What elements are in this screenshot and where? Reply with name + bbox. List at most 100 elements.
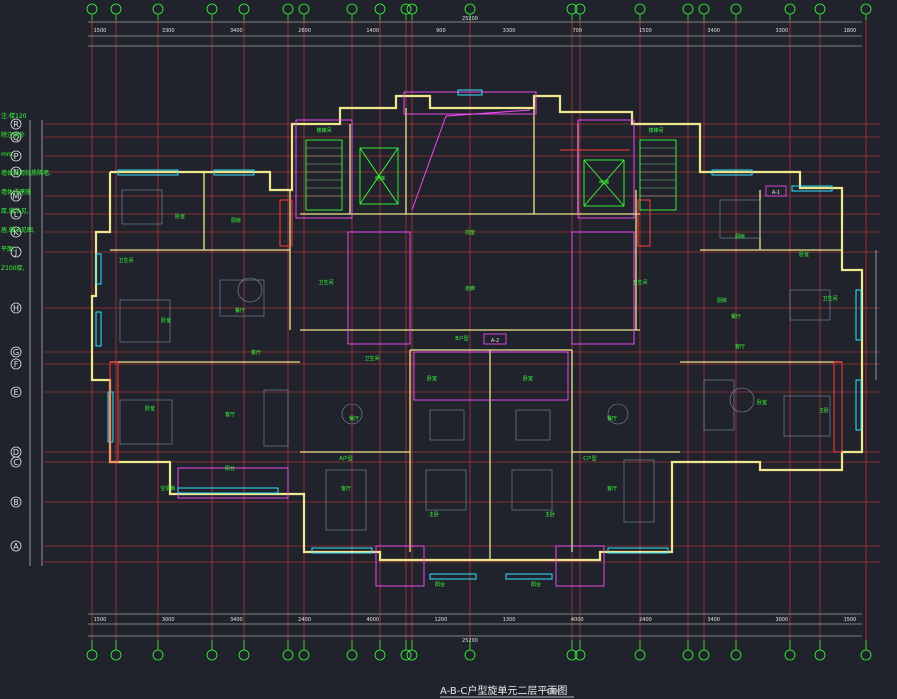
room-label-bath: 卫生间 bbox=[118, 257, 133, 264]
room-label-dining: 餐厅 bbox=[349, 415, 359, 422]
axis-bubble-top bbox=[698, 3, 710, 15]
dim-text-bottom: 3400 bbox=[707, 617, 720, 623]
dim-text-bottom: 4000 bbox=[571, 617, 584, 623]
dim-text-top: 3400 bbox=[707, 28, 720, 34]
axis-bubble-top bbox=[784, 3, 796, 15]
axis-bubble-top bbox=[406, 3, 418, 15]
axis-bubble-bottom bbox=[784, 649, 796, 661]
unit-tag-box-right bbox=[765, 185, 787, 197]
room-label-unit_a: A户型 bbox=[339, 455, 352, 462]
axis-bubble-bottom bbox=[406, 649, 418, 661]
dim-text-top: 700 bbox=[572, 28, 582, 34]
note-line: Z100厚, bbox=[1, 265, 25, 272]
room-label-bedroom: 卧室 bbox=[757, 399, 767, 406]
dim-text-bottom: 1500 bbox=[844, 617, 857, 623]
axis-bubble-bottom bbox=[566, 649, 578, 661]
axis-bubble-bottom bbox=[682, 649, 694, 661]
axis-bubble-left bbox=[10, 118, 22, 130]
axis-bubble-top bbox=[574, 3, 586, 15]
axis-label-left: G bbox=[13, 348, 19, 357]
axis-label-left: P bbox=[14, 152, 19, 161]
axis-bubble-bottom bbox=[730, 649, 742, 661]
room-label-elevator: 电梯 bbox=[375, 175, 385, 182]
axis-bubble-top bbox=[86, 3, 98, 15]
axis-bubble-bottom bbox=[400, 649, 412, 661]
dim-text-bottom: 3400 bbox=[230, 617, 243, 623]
dim-text-top: 1500 bbox=[639, 28, 652, 34]
axis-label-left: A bbox=[13, 542, 19, 551]
axis-label-left: L bbox=[14, 210, 19, 219]
note-line: 居,做法见图, bbox=[1, 226, 35, 234]
room-label-bedroom: 卧室 bbox=[145, 405, 155, 412]
room-label-bath: 卫生间 bbox=[364, 355, 379, 362]
dim-text-top: 1500 bbox=[94, 28, 107, 34]
axis-label-left: C bbox=[13, 458, 19, 467]
dim-text-bottom: 2400 bbox=[298, 617, 311, 623]
axis-bubble-bottom bbox=[110, 649, 122, 661]
dim-text-bottom: 2400 bbox=[639, 617, 652, 623]
axis-bubble-top bbox=[282, 3, 294, 15]
room-label-living: 客厅 bbox=[735, 343, 745, 350]
axis-label-left: M bbox=[13, 192, 20, 201]
room-label-balcony: 阳台 bbox=[435, 581, 445, 588]
room-label-corridor: 走廊 bbox=[465, 285, 475, 292]
axis-bubble-left bbox=[10, 386, 22, 398]
note-line: 厚,做法见, bbox=[1, 207, 29, 215]
unit-tag-text: A-2 bbox=[491, 338, 499, 344]
red-walls bbox=[109, 149, 843, 463]
axis-label-left: B bbox=[13, 498, 19, 507]
room-label-stair: 楼梯间 bbox=[648, 127, 663, 134]
dim-text-top: 3300 bbox=[162, 28, 175, 34]
note-line: 墙体详建施 bbox=[1, 188, 31, 196]
axis-bubble-bottom bbox=[298, 649, 310, 661]
room-label-kitchen: 厨房 bbox=[717, 297, 727, 304]
drawing-title: A-B-C户型旋单元二层平面图 bbox=[440, 684, 567, 697]
dim-text-top: 900 bbox=[436, 28, 446, 34]
room-label-master: 主卧 bbox=[819, 407, 829, 414]
axis-bubble-bottom bbox=[346, 649, 358, 661]
axis-bubble-left bbox=[10, 166, 22, 178]
room-label-elevator: 电梯 bbox=[599, 179, 609, 186]
room-label-living: 客厅 bbox=[251, 349, 261, 356]
dim-text-top: 3300 bbox=[775, 28, 788, 34]
note-line: 墙体采用轻质隔墙, bbox=[1, 169, 51, 177]
room-label-platform: 空调板 bbox=[160, 485, 175, 492]
axis-bubble-left bbox=[10, 346, 22, 358]
axis-label-left: H bbox=[13, 304, 19, 313]
room-label-master: 主卧 bbox=[545, 511, 555, 518]
note-line: mm, bbox=[1, 151, 15, 158]
room-label-bedroom: 卧室 bbox=[427, 375, 437, 382]
wall-hatching bbox=[177, 91, 635, 587]
room-label-bedroom: 卧室 bbox=[799, 251, 809, 258]
stair-treads bbox=[306, 147, 676, 197]
axis-bubble-top bbox=[464, 3, 476, 15]
room-label-stair: 楼梯间 bbox=[316, 127, 331, 134]
room-label-bedroom: 卧室 bbox=[161, 317, 171, 324]
dim-text-top: 2600 bbox=[298, 28, 311, 34]
axis-bubble-bottom bbox=[206, 649, 218, 661]
elevator-shafts bbox=[305, 139, 677, 211]
axis-label-left: D bbox=[13, 448, 19, 457]
axis-label-left: K bbox=[13, 228, 19, 237]
furniture bbox=[119, 189, 831, 531]
room-label-bath: 卫生间 bbox=[632, 279, 647, 286]
room-label-dining: 餐厅 bbox=[607, 415, 617, 422]
room-label-unit_c: C户型 bbox=[583, 455, 597, 462]
room-label-unit_b: B户型 bbox=[455, 335, 468, 342]
axis-bubble-left bbox=[10, 131, 22, 143]
axis-bubble-bottom bbox=[634, 649, 646, 661]
unit-tag-text-right: A-1 bbox=[772, 190, 780, 196]
unit-tag-box bbox=[483, 333, 507, 345]
dim-text-top: 1400 bbox=[366, 28, 379, 34]
axis-bubble-top bbox=[566, 3, 578, 15]
axis-bubble-bottom bbox=[464, 649, 476, 661]
drawing-scale: 1:100 bbox=[546, 689, 560, 695]
axis-bubble-left bbox=[10, 540, 22, 552]
room-label-kitchen: 厨房 bbox=[231, 217, 241, 224]
left-notes: 注:楼120除注明外mm,墙体采用轻质隔墙,墙体详建施厚,做法见,居,做法见图,… bbox=[1, 112, 51, 272]
room-label-bath: 卫生间 bbox=[822, 295, 837, 302]
dim-text-bottom: 3000 bbox=[162, 617, 175, 623]
room-label-kitchen: 厨房 bbox=[735, 233, 745, 240]
